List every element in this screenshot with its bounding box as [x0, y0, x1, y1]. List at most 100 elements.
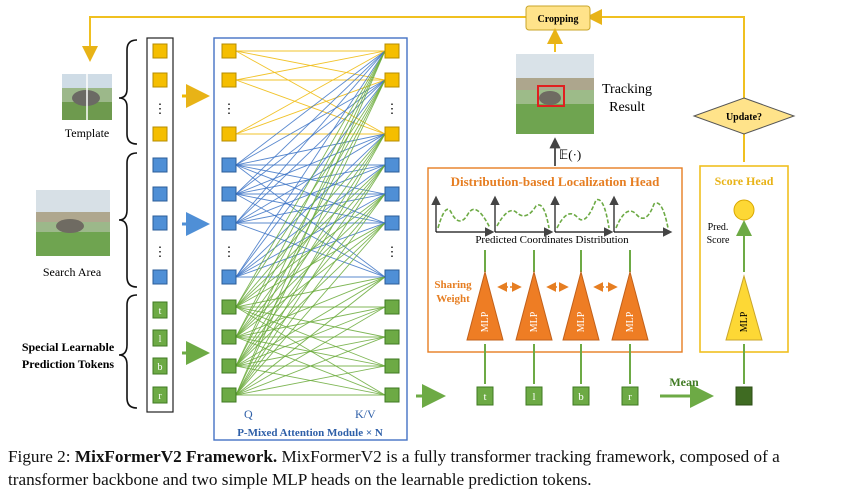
kv-tokens: ⋮ ⋮: [384, 43, 400, 403]
update-decision: Update?: [692, 97, 796, 135]
pred-token-r: r: [152, 386, 168, 404]
attention-link: [235, 133, 386, 308]
attention-link: [235, 50, 386, 308]
sharing-weight-label-2: Weight: [436, 293, 470, 305]
attention-link: [235, 133, 386, 396]
template-image: [62, 74, 112, 120]
distribution-head-title: Distribution-based Localization Head: [451, 174, 661, 189]
mlp-t: MLP: [466, 250, 504, 384]
attention-link: [235, 50, 386, 135]
attention-link: [235, 50, 386, 396]
mlp-l: MLP: [515, 250, 553, 384]
bounding-box: [537, 85, 565, 107]
score-head-title: Score Head: [715, 174, 774, 188]
output-token-b: b: [572, 386, 590, 406]
attention-link: [235, 133, 386, 367]
input-braces: [118, 39, 138, 409]
attention-link: [235, 50, 386, 166]
ellipsis: ⋮: [154, 101, 167, 116]
special-tokens-label-2: Prediction Tokens: [22, 357, 114, 371]
svg-text:MLP: MLP: [625, 311, 636, 332]
q-template-token: [221, 126, 237, 142]
attention-link: [235, 276, 386, 396]
kv-template-token: [384, 72, 400, 88]
predicted-distribution-label: Predicted Coordinates Distribution: [475, 234, 629, 246]
attention-link: [235, 193, 386, 396]
template-label: Template: [65, 126, 109, 140]
template-token: [152, 72, 168, 88]
output-tokens: t l b r: [476, 386, 639, 406]
pred-token-l: l: [152, 329, 168, 347]
cropping-label: Cropping: [538, 14, 579, 25]
attention-link: [235, 306, 386, 396]
input-tokens: ⋮ ⋮ t l b r: [152, 43, 168, 404]
attention-link: [235, 79, 386, 396]
attention-link: [235, 164, 386, 367]
output-token-l: l: [525, 386, 543, 406]
attention-link: [235, 164, 386, 396]
attention-link: [235, 276, 386, 308]
kv-pred-token: [384, 329, 400, 345]
q-label: Q: [244, 407, 253, 421]
template-token: [152, 126, 168, 142]
svg-text:t: t: [483, 391, 486, 403]
pred-token-b: b: [152, 357, 168, 375]
kv-template-token: [384, 43, 400, 59]
mlp-r: MLP: [611, 250, 649, 384]
search-area-label: Search Area: [43, 265, 102, 279]
sharing-weight-label-1: Sharing: [434, 279, 472, 291]
module-label: P-Mixed Attention Module × N: [237, 427, 383, 439]
ellipsis: ⋮: [386, 244, 399, 259]
ellipsis: ⋮: [223, 101, 236, 116]
svg-text:MLP: MLP: [480, 311, 491, 332]
q-search-token: [221, 157, 237, 173]
q-pred-token: [221, 358, 237, 374]
svg-text:MLP: MLP: [739, 311, 750, 332]
svg-text:MLP: MLP: [576, 311, 587, 332]
distribution-plot-b: [550, 195, 614, 237]
attention-link: [235, 164, 386, 338]
svg-text:b: b: [578, 391, 584, 403]
figure-caption: Figure 2: MixFormerV2 Framework. MixForm…: [8, 445, 843, 491]
score-node: [733, 199, 755, 221]
svg-text:Update?: Update?: [726, 112, 762, 123]
search-token: [152, 157, 168, 173]
pred-score-label-1: Pred.: [708, 222, 729, 233]
svg-text:r: r: [628, 391, 632, 403]
caption-prefix: Figure 2:: [8, 447, 75, 466]
svg-text:r: r: [158, 391, 162, 402]
q-pred-token: [221, 387, 237, 403]
kv-label: K/V: [355, 407, 376, 421]
kv-template-token: [384, 126, 400, 142]
svg-text:t: t: [159, 306, 162, 317]
attention-link: [235, 50, 386, 81]
kv-pred-token: [384, 358, 400, 374]
output-token-r: r: [621, 386, 639, 406]
attention-link: [235, 222, 386, 396]
score-mlp: MLP: [725, 274, 763, 341]
svg-text:MLP: MLP: [529, 311, 540, 332]
svg-text:l: l: [532, 391, 535, 403]
pred-score-label-2: Score: [707, 235, 730, 246]
pooled-token: [735, 386, 753, 406]
distribution-plot-r: [609, 195, 673, 237]
output-token-t: t: [476, 386, 494, 406]
attention-link: [235, 133, 386, 166]
attention-link: [235, 50, 386, 338]
q-search-token: [221, 269, 237, 285]
q-search-token: [221, 186, 237, 202]
q-pred-token: [221, 299, 237, 315]
ellipsis: ⋮: [386, 101, 399, 116]
attention-link: [235, 133, 386, 278]
attention-link: [235, 336, 386, 396]
kv-search-token: [384, 186, 400, 202]
tracking-result-label-1: Tracking: [602, 82, 652, 97]
attention-link: [235, 365, 386, 396]
distribution-plots: [431, 195, 673, 237]
special-tokens-label-1: Special Learnable: [22, 340, 115, 354]
template-token: [152, 43, 168, 59]
pred-token-t: t: [152, 301, 168, 319]
attention-links: [235, 50, 386, 396]
kv-pred-token: [384, 387, 400, 403]
search-area-image: [36, 190, 110, 256]
